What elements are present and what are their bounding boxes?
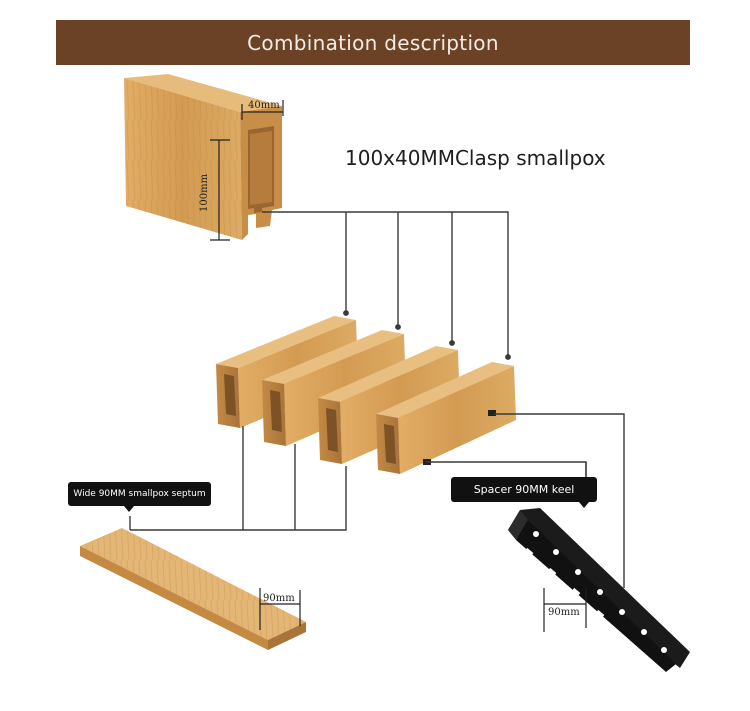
beam-4 — [376, 362, 516, 474]
clasp-dimension-lines — [210, 100, 284, 241]
clasp-height-dim: 100mm — [199, 173, 210, 212]
septum-leader-lines — [129, 426, 347, 531]
clasp-width-dim: 40mm — [248, 100, 280, 111]
septum-dimension-lines — [259, 588, 301, 630]
keel-width-dim: 90mm — [548, 607, 580, 618]
title-banner: Combination description — [56, 20, 690, 65]
septum-board — [80, 528, 306, 650]
keel-spacer — [508, 508, 690, 672]
septum-label: Wide 90MM smallpox septum — [73, 489, 206, 499]
septum-width-dim: 90mm — [263, 593, 295, 604]
assembled-profiles — [216, 316, 516, 474]
septum-callout: Wide 90MM smallpox septum — [68, 482, 211, 512]
page-title: Combination description — [247, 30, 499, 55]
keel-label: Spacer 90MM keel — [473, 483, 575, 496]
keel-callout: Spacer 90MM keel — [451, 477, 597, 508]
clasp-profile — [124, 74, 282, 240]
clasp-title: 100x40MMClasp smallpox — [345, 146, 606, 170]
keel-dimension-lines — [543, 588, 587, 632]
clasp-leader-lines — [262, 211, 511, 360]
